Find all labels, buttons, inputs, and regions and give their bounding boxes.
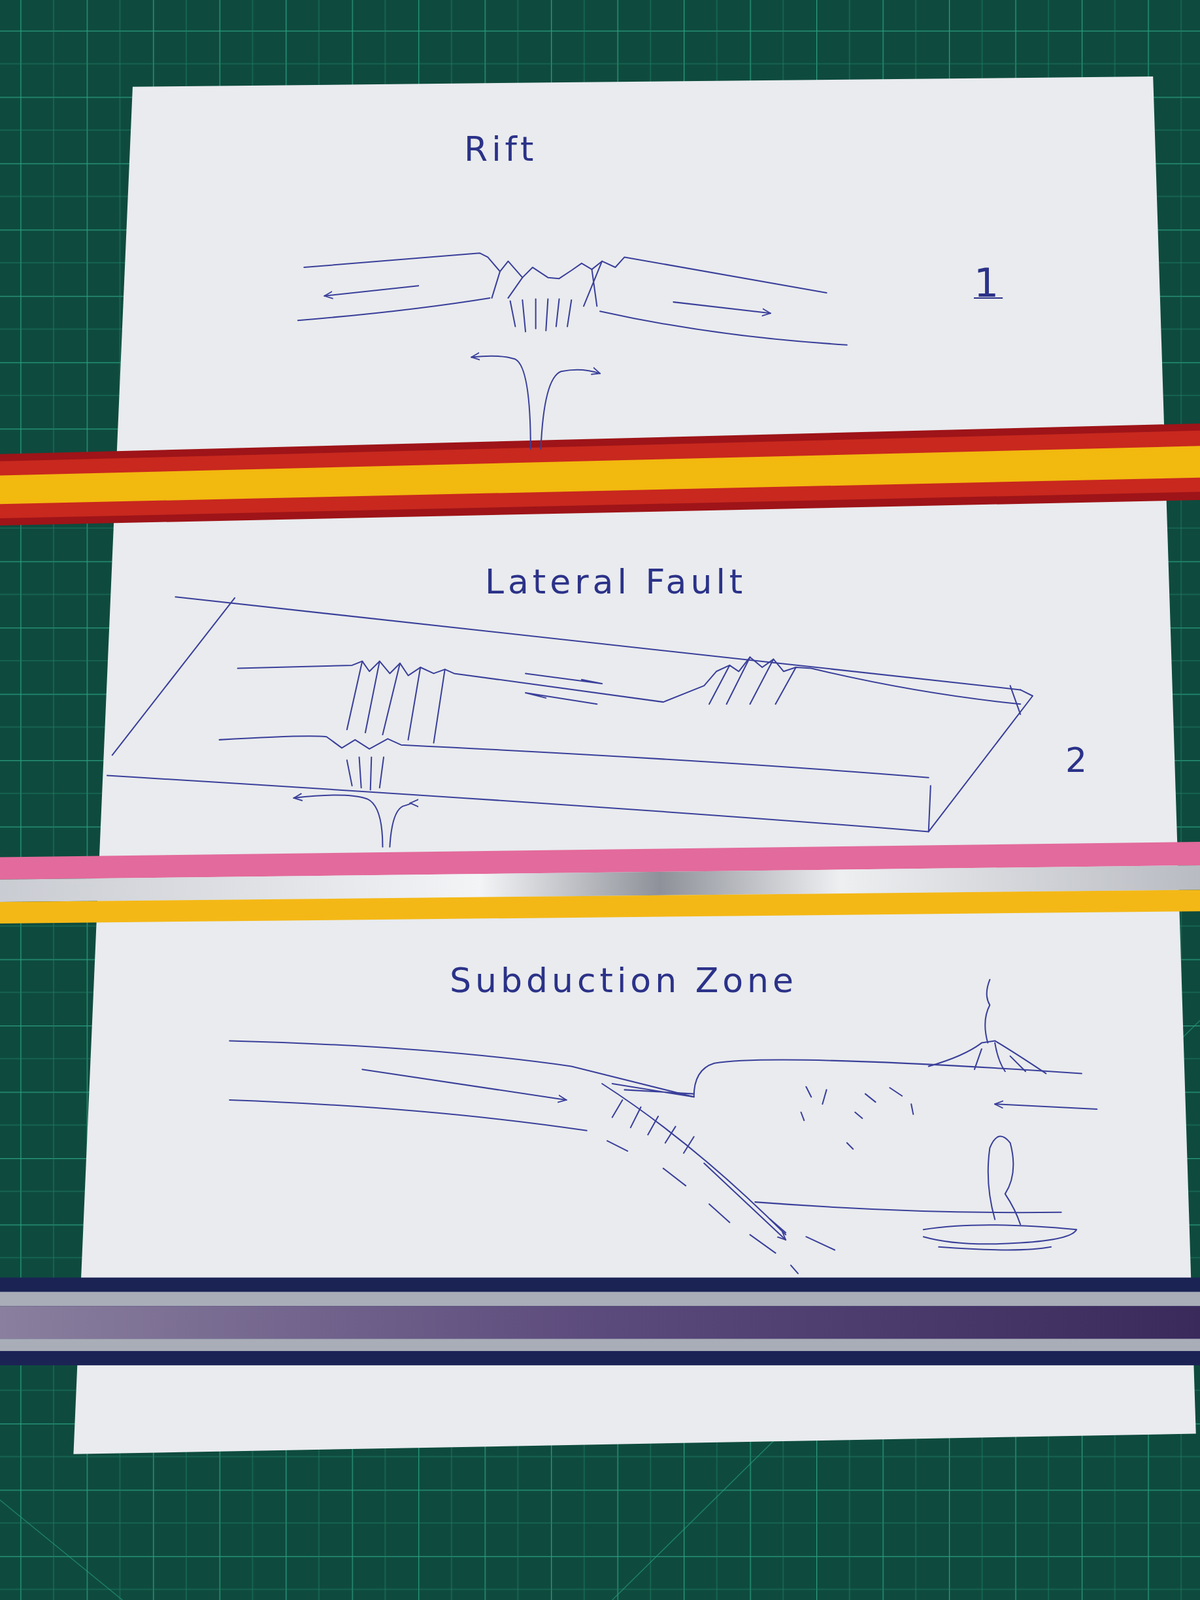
panel-heading: Lateral Fault bbox=[484, 563, 747, 601]
panel-number: 1 bbox=[973, 261, 1003, 305]
panel-heading: Subduction Zone bbox=[449, 962, 798, 1000]
panel-heading: Rift bbox=[464, 130, 538, 168]
panel-number: 2 bbox=[1065, 741, 1091, 780]
